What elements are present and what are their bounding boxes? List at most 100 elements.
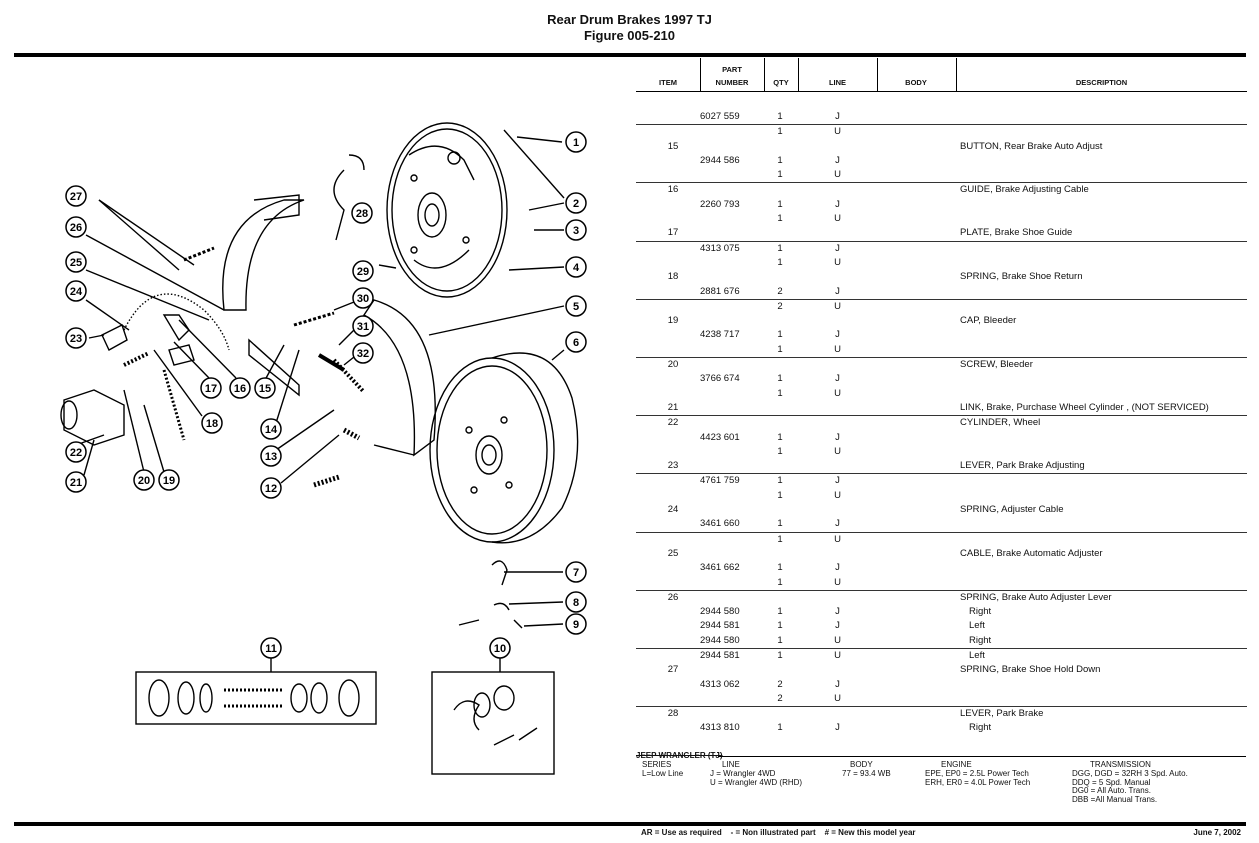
legend-line-item: J = Wrangler 4WD xyxy=(710,768,776,778)
svg-text:29: 29 xyxy=(357,266,369,278)
row-item: 23 xyxy=(667,460,679,472)
row-description: LEVER, Park Brake Adjusting xyxy=(960,460,1085,472)
row-qty: 1 xyxy=(777,576,783,588)
row-line: J xyxy=(835,329,840,341)
row-line: U xyxy=(834,634,841,646)
row-description: SPRING, Brake Auto Adjuster Lever xyxy=(960,591,1112,603)
callout-12: 12 xyxy=(260,477,282,499)
callout-17: 17 xyxy=(200,377,222,399)
row-item: 15 xyxy=(667,140,679,152)
top-rule xyxy=(14,53,1246,57)
callout-8: 8 xyxy=(565,591,587,613)
row-part-number: 2944 580 xyxy=(700,634,740,646)
legend-trans-head: TRANSMISSION xyxy=(1090,760,1151,769)
legend-engine-head: ENGINE xyxy=(941,760,972,769)
legend-body-item: 77 = 93.4 WB xyxy=(842,768,891,778)
svg-text:23: 23 xyxy=(70,333,82,345)
svg-text:15: 15 xyxy=(259,383,271,395)
svg-text:31: 31 xyxy=(357,321,369,333)
svg-text:6: 6 xyxy=(573,337,579,349)
row-description: SCREW, Bleeder xyxy=(960,359,1033,371)
row-description: BUTTON, Rear Brake Auto Adjust xyxy=(960,140,1103,152)
row-qty: 1 xyxy=(777,518,783,530)
row-qty: 1 xyxy=(777,198,783,210)
footer-notes: AR = Use as required - = Non illustrated… xyxy=(641,828,916,837)
row-description: LEVER, Park Brake xyxy=(960,708,1044,720)
row-qty: 2 xyxy=(777,678,783,690)
row-line: J xyxy=(835,678,840,690)
callout-15: 15 xyxy=(254,377,276,399)
svg-text:25: 25 xyxy=(70,257,82,269)
row-part-number: 4313 810 xyxy=(700,722,740,734)
callout-1: 1 xyxy=(565,131,587,153)
svg-text:9: 9 xyxy=(573,619,579,631)
row-line: J xyxy=(835,431,840,443)
row-part-number: 4761 759 xyxy=(700,475,740,487)
callout-25: 25 xyxy=(65,251,87,273)
row-part-number: 3461 660 xyxy=(700,518,740,530)
row-qty: 1 xyxy=(777,256,783,268)
row-qty: 1 xyxy=(777,722,783,734)
svg-text:26: 26 xyxy=(70,222,82,234)
callout-29: 29 xyxy=(352,260,374,282)
row-description: Left xyxy=(969,620,985,632)
svg-text:8: 8 xyxy=(573,597,579,609)
svg-text:14: 14 xyxy=(265,424,278,436)
row-qty: 1 xyxy=(777,154,783,166)
svg-text:12: 12 xyxy=(265,483,277,495)
callout-24: 24 xyxy=(65,280,87,302)
svg-text:7: 7 xyxy=(573,567,579,579)
callout-16: 16 xyxy=(229,377,251,399)
legend-rule xyxy=(718,756,1246,757)
legend-series-item: L=Low Line xyxy=(642,768,684,778)
row-line: U xyxy=(834,445,841,457)
row-part-number: 4238 717 xyxy=(700,329,740,341)
row-qty: 1 xyxy=(777,111,783,122)
row-qty: 1 xyxy=(777,169,783,181)
svg-text:16: 16 xyxy=(234,383,246,395)
callout-4: 4 xyxy=(565,256,587,278)
row-line: J xyxy=(835,198,840,210)
row-part-number: 4313 075 xyxy=(700,242,740,254)
callout-21: 21 xyxy=(65,471,87,493)
col-divider xyxy=(700,58,701,91)
row-line: U xyxy=(834,169,841,181)
row-qty: 1 xyxy=(777,431,783,443)
row-description: Right xyxy=(969,634,992,646)
svg-text:1: 1 xyxy=(573,137,579,149)
col-divider xyxy=(877,58,878,91)
table-header: ITEM PART NUMBER QTY LINE BODY DESCRIPTI… xyxy=(636,58,1247,92)
callout-20: 20 xyxy=(133,469,155,491)
svg-text:18: 18 xyxy=(206,418,218,430)
callout-6: 6 xyxy=(565,331,587,353)
col-divider xyxy=(798,58,799,91)
row-line: U xyxy=(834,387,841,399)
callout-markers: 1 2 3 4 5 6 7 8 9 10 11 12 13 14 15 16 1… xyxy=(65,131,587,659)
svg-text:4: 4 xyxy=(573,262,580,274)
row-line: J xyxy=(835,606,840,618)
callout-19: 19 xyxy=(158,469,180,491)
row-part-number: 2944 586 xyxy=(700,154,740,166)
svg-text:3: 3 xyxy=(573,225,579,237)
callout-7: 7 xyxy=(565,561,587,583)
callout-30: 30 xyxy=(352,287,374,309)
